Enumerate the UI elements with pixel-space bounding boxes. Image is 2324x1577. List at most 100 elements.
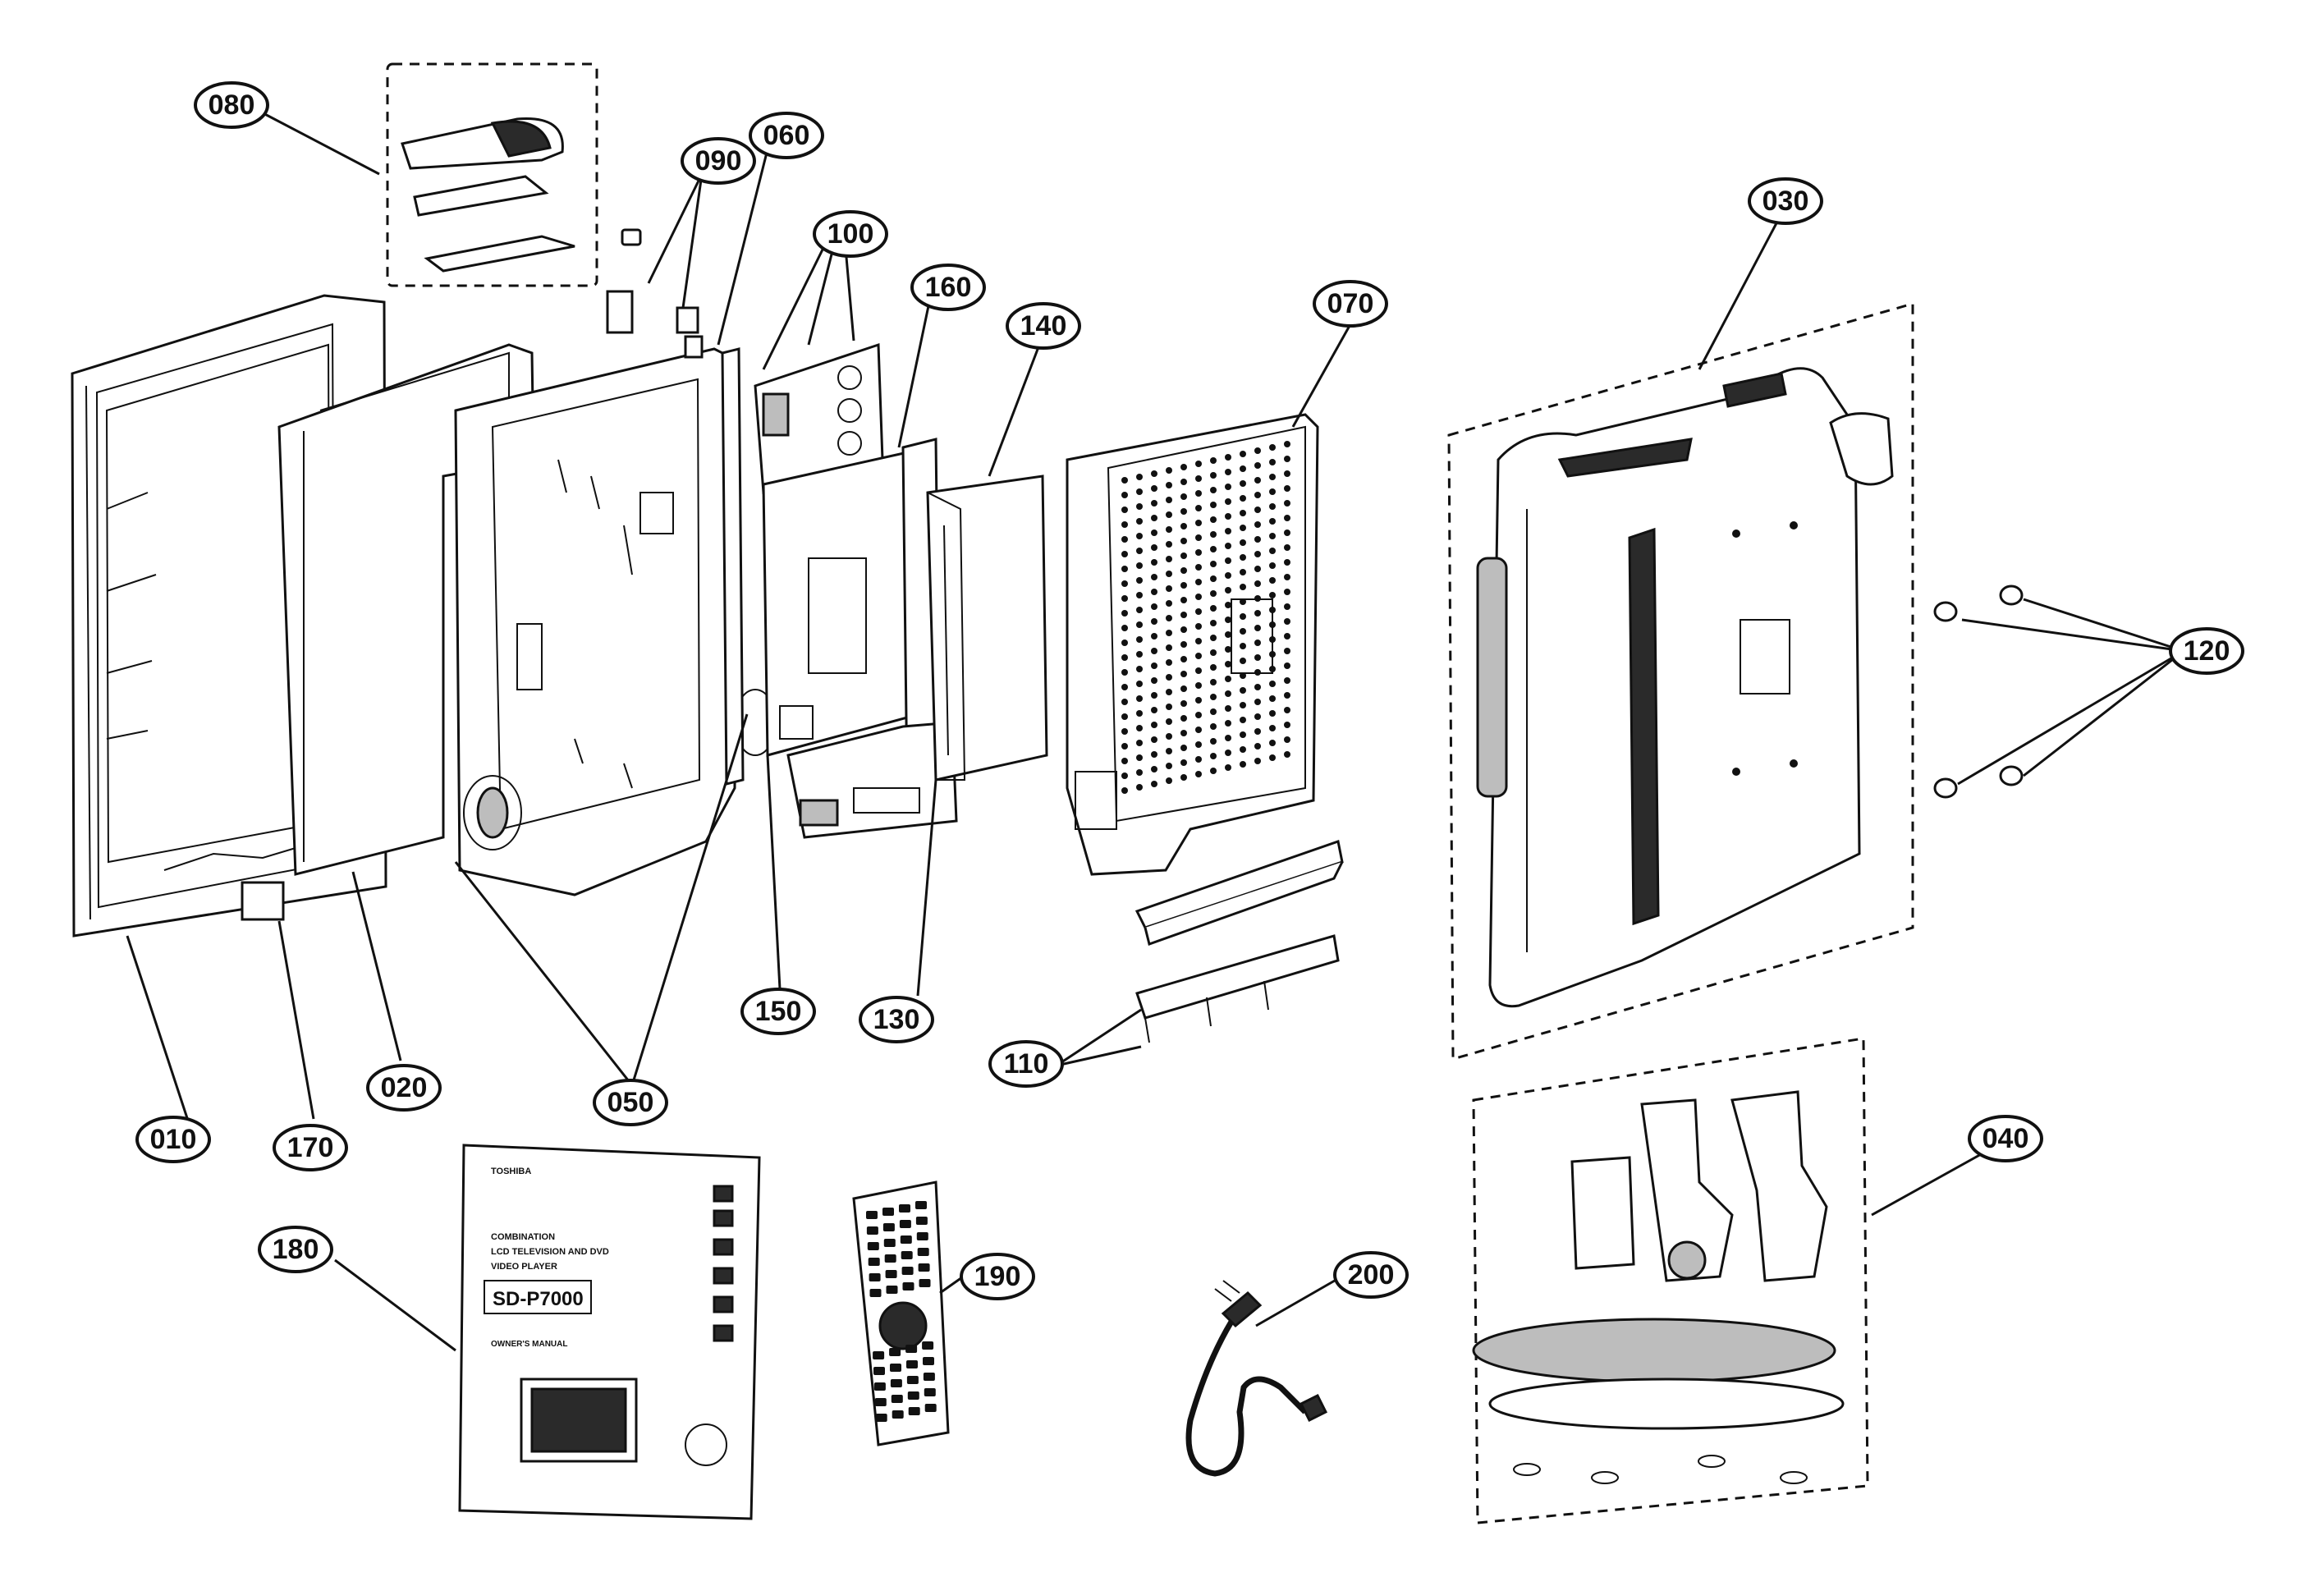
vent-hole <box>1284 485 1290 492</box>
vent-hole <box>1210 620 1217 626</box>
vent-hole <box>1195 653 1202 659</box>
vent-hole <box>1240 525 1246 531</box>
vent-hole <box>1136 621 1143 628</box>
callout-120: 120 <box>2169 627 2244 675</box>
vent-hole <box>1151 736 1157 743</box>
remote-button <box>874 1398 887 1406</box>
remote-button <box>922 1341 934 1350</box>
remote-button <box>899 1204 910 1213</box>
callout-200: 200 <box>1333 1251 1409 1299</box>
vent-hole <box>1121 787 1128 794</box>
vent-hole <box>1166 571 1172 577</box>
callout-170: 170 <box>273 1124 348 1171</box>
vent-hole <box>1254 566 1261 572</box>
vent-hole <box>1136 474 1143 480</box>
remote-button <box>867 1242 879 1250</box>
remote-button <box>890 1379 902 1387</box>
vent-hole <box>1121 625 1128 631</box>
vent-hole <box>1240 480 1246 487</box>
vent-hole <box>1136 488 1143 495</box>
vent-hole <box>1195 505 1202 511</box>
remote-button <box>899 1220 911 1228</box>
callout-140: 140 <box>1006 302 1081 350</box>
vent-hole <box>1195 579 1202 585</box>
vent-hole <box>1225 690 1231 697</box>
vent-hole <box>1269 607 1276 613</box>
callout-190: 190 <box>960 1253 1035 1300</box>
remote-button <box>892 1410 904 1419</box>
vent-hole <box>1240 761 1246 768</box>
vent-hole <box>1195 771 1202 777</box>
vent-hole <box>1284 529 1290 536</box>
svg-text:130: 130 <box>873 1004 920 1035</box>
vent-hole <box>1254 640 1261 646</box>
svg-text:150: 150 <box>755 996 802 1027</box>
vent-hole <box>1121 728 1128 735</box>
vent-hole <box>1180 671 1187 677</box>
vent-hole <box>1210 723 1217 730</box>
remote-buttons <box>866 1201 937 1422</box>
vent-hole <box>1225 587 1231 594</box>
remote-button <box>902 1282 914 1290</box>
vent-hole <box>1225 720 1231 727</box>
vent-hole <box>1254 684 1261 690</box>
vent-hole <box>1284 736 1290 743</box>
vent-hole <box>1254 536 1261 543</box>
vent-hole <box>1180 656 1187 662</box>
svg-text:110: 110 <box>1004 1048 1049 1080</box>
vent-hole <box>1180 479 1187 485</box>
vent-hole <box>1254 713 1261 720</box>
vent-hole <box>1136 518 1143 525</box>
vent-hole <box>1195 549 1202 556</box>
vent-hole <box>1136 725 1143 731</box>
vent-hole <box>1166 689 1172 695</box>
vent-hole <box>1180 612 1187 618</box>
vent-hole <box>1195 623 1202 630</box>
vent-hole <box>1180 538 1187 544</box>
vent-hole <box>1136 666 1143 672</box>
vent-hole <box>1269 695 1276 702</box>
vent-hole <box>1136 607 1143 613</box>
vent-hole <box>1240 687 1246 694</box>
vent-hole <box>1136 740 1143 746</box>
vent-hole <box>1195 741 1202 748</box>
small-board-170 <box>241 881 285 921</box>
vent-hole <box>1225 617 1231 623</box>
vent-hole <box>1284 751 1290 758</box>
rear-cover-030 <box>1447 302 1914 1061</box>
callout-040: 040 <box>1968 1115 2043 1162</box>
vent-hole <box>1284 515 1290 521</box>
vent-hole <box>1166 630 1172 636</box>
vent-hole <box>1195 461 1202 467</box>
vent-hole <box>1136 784 1143 791</box>
vent-hole <box>1225 469 1231 475</box>
vent-hole <box>1210 753 1217 759</box>
vent-hole <box>1240 584 1246 590</box>
vent-hole <box>1225 454 1231 461</box>
vent-hole <box>1225 602 1231 608</box>
vent-hole <box>1166 733 1172 740</box>
leader-lines <box>126 109 2184 1352</box>
vent-hole <box>1136 503 1143 510</box>
callout-060: 060 <box>749 112 824 159</box>
vent-hole <box>1284 662 1290 669</box>
remote-button <box>906 1360 918 1368</box>
callout-160: 160 <box>910 264 986 311</box>
vent-hole <box>1136 695 1143 702</box>
vent-hole <box>1180 626 1187 633</box>
vent-hole <box>1210 635 1217 641</box>
vent-hole <box>1254 625 1261 631</box>
vent-hole <box>1136 710 1143 717</box>
remote-button <box>866 1226 878 1235</box>
svg-text:190: 190 <box>974 1261 1021 1292</box>
vent-hole <box>1284 470 1290 477</box>
vent-hole <box>1195 594 1202 600</box>
vent-hole <box>1121 684 1128 690</box>
remote-button <box>873 1367 885 1375</box>
callout-150: 150 <box>740 988 816 1035</box>
vent-hole <box>1210 768 1217 774</box>
vent-hole <box>1284 633 1290 640</box>
vent-hole <box>1180 464 1187 470</box>
vent-hole <box>1210 531 1217 538</box>
vent-hole <box>1121 654 1128 661</box>
